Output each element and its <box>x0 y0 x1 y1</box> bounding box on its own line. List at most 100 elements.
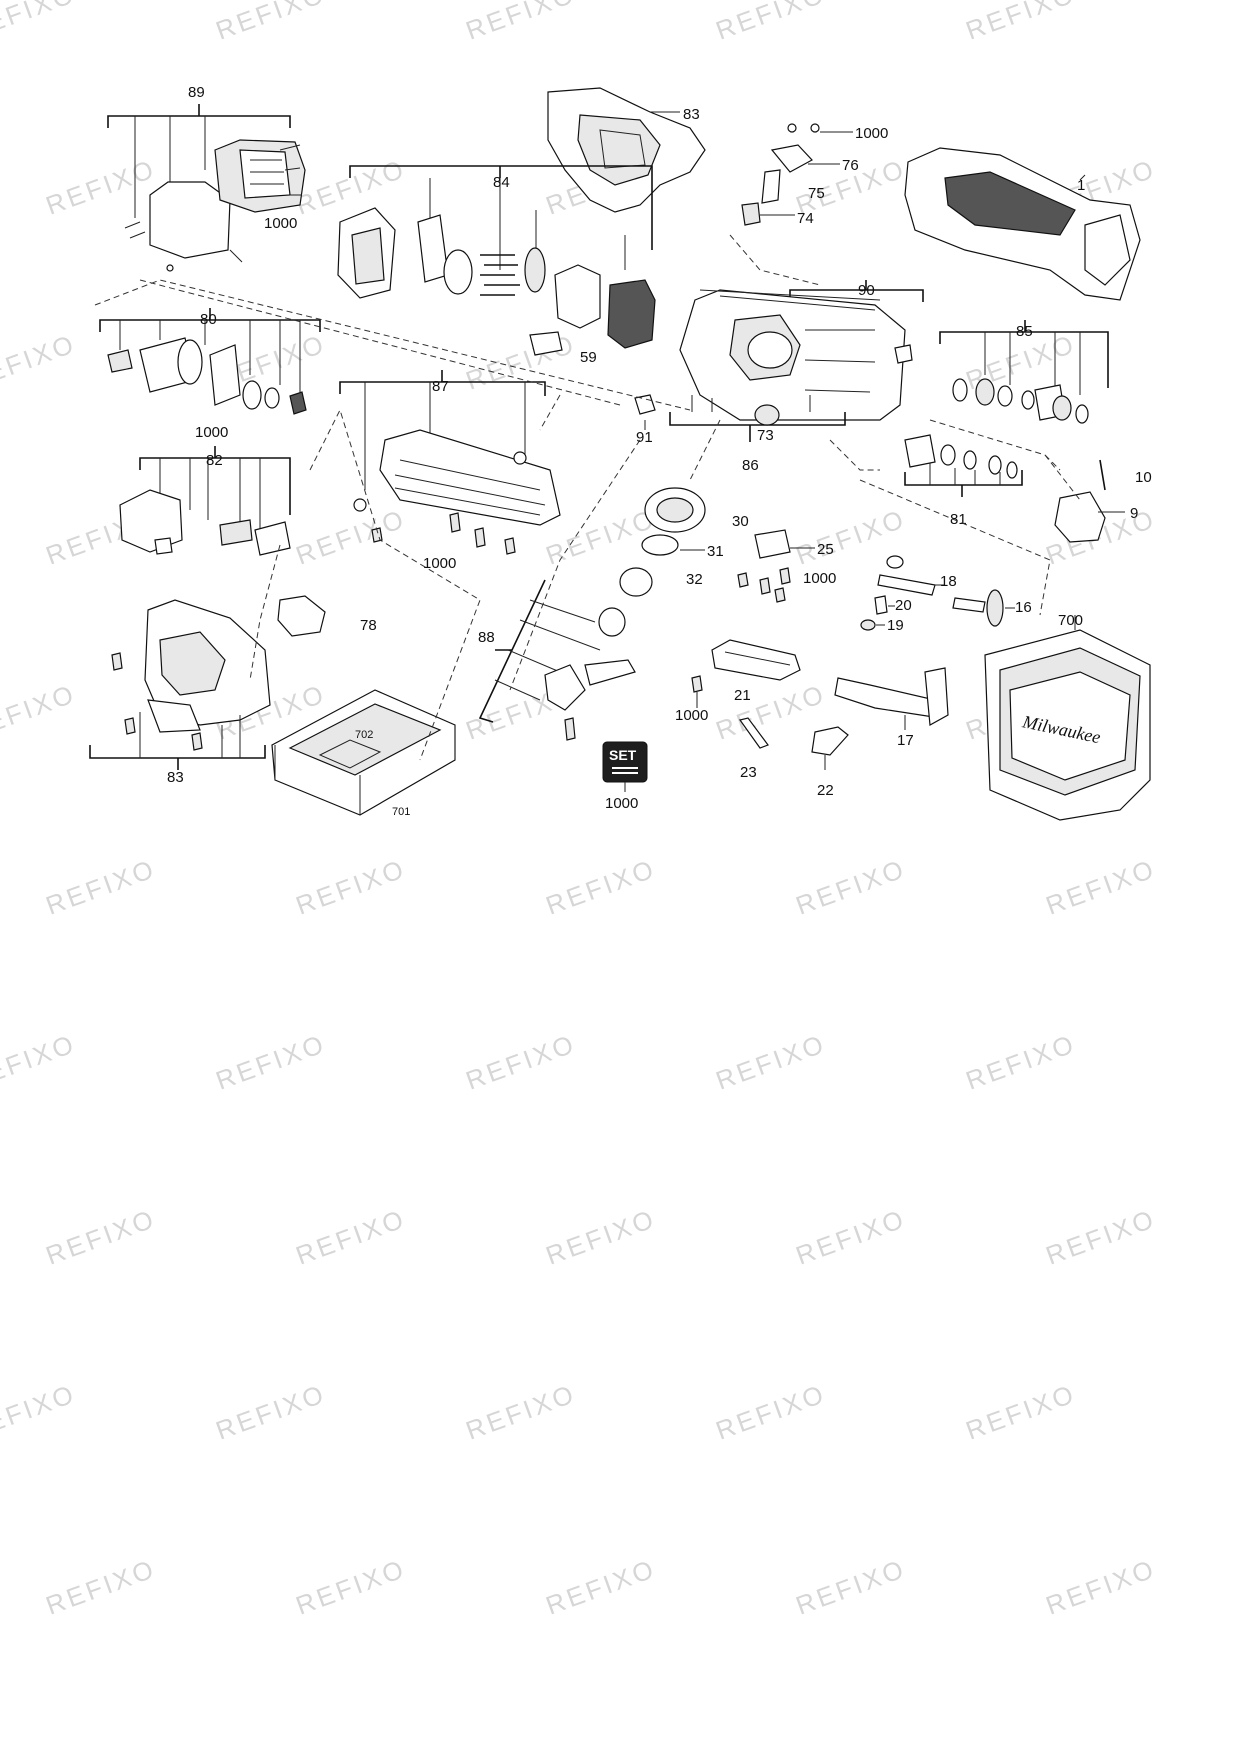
callout-32: 32 <box>686 571 703 588</box>
callout-1000-b: 1000 <box>855 125 888 142</box>
callout-87: 87 <box>432 378 449 395</box>
callout-83-top: 83 <box>683 106 700 123</box>
callout-85: 85 <box>1016 323 1033 340</box>
callout-73: 73 <box>757 427 774 444</box>
callout-89: 89 <box>188 84 205 101</box>
callout-86: 86 <box>742 457 759 474</box>
watermark-text: REFIXO <box>1042 1553 1160 1620</box>
watermark-text: REFIXO <box>712 1028 830 1095</box>
callout-10: 10 <box>1135 469 1152 486</box>
callout-1000-f: 1000 <box>675 707 708 724</box>
watermark-text: REFIXO <box>542 853 660 920</box>
gears-31-32 <box>619 487 706 597</box>
callout-23: 23 <box>740 764 757 781</box>
callout-19: 19 <box>887 617 904 634</box>
callout-90: 90 <box>858 282 875 299</box>
watermark-text: REFIXO <box>42 153 160 220</box>
callout-91: 91 <box>636 429 653 446</box>
watermark-text: REFIXO <box>0 1378 80 1445</box>
group-74-76 <box>741 123 853 226</box>
watermark-text: REFIXO <box>462 1028 580 1095</box>
callout-74: 74 <box>797 210 814 227</box>
watermark-text: REFIXO <box>212 1378 330 1445</box>
group-81 <box>904 434 1125 543</box>
watermark-text: REFIXO <box>292 853 410 920</box>
group-88 <box>478 579 636 741</box>
callout-1: 1 <box>1077 177 1085 194</box>
housing-top-83 <box>547 87 706 213</box>
assembly-guides <box>94 234 1081 761</box>
callout-78: 78 <box>360 617 377 634</box>
callout-1000-d: 1000 <box>423 555 456 572</box>
callout-76: 76 <box>842 157 859 174</box>
callout-701: 701 <box>392 806 410 818</box>
group-90 <box>679 280 924 421</box>
watermark-text: REFIXO <box>42 1203 160 1270</box>
callout-31: 31 <box>707 543 724 560</box>
callout-1000-e: 1000 <box>803 570 836 587</box>
group-87 <box>339 370 561 526</box>
callout-82: 82 <box>206 452 223 469</box>
label-78 <box>277 595 326 637</box>
callout-84: 84 <box>493 174 510 191</box>
group-86 <box>634 394 846 442</box>
watermark-text: REFIXO <box>292 503 410 570</box>
watermark-text: REFIXO <box>212 0 330 46</box>
watermark-text: REFIXO <box>462 0 580 46</box>
group-16-20 <box>860 555 1015 631</box>
watermark-text: REFIXO <box>962 1028 1080 1095</box>
callout-80: 80 <box>200 311 217 328</box>
set-badge: SET <box>602 741 648 792</box>
watermark-text: REFIXO <box>962 1378 1080 1445</box>
watermark-text: REFIXO <box>212 1028 330 1095</box>
group-25-30 <box>737 529 815 603</box>
carry-case-700: Milwaukee <box>984 615 1151 821</box>
callout-75: 75 <box>808 185 825 202</box>
watermark-text: REFIXO <box>0 678 80 745</box>
callout-30: 30 <box>732 513 749 530</box>
callout-20: 20 <box>895 597 912 614</box>
watermark-text: REFIXO <box>292 1553 410 1620</box>
callout-700: 700 <box>1058 612 1083 629</box>
watermark-text: REFIXO <box>712 0 830 46</box>
group-82 <box>119 446 291 556</box>
watermark-text: REFIXO <box>42 853 160 920</box>
watermark-text: REFIXO <box>0 1028 80 1095</box>
callout-21: 21 <box>734 687 751 704</box>
callout-88: 88 <box>478 629 495 646</box>
callout-59: 59 <box>580 349 597 366</box>
set-badge-label: SET <box>609 747 637 763</box>
watermark-text: REFIXO <box>42 1553 160 1620</box>
watermark-text: REFIXO <box>542 1553 660 1620</box>
housing-bottom-83 <box>89 599 271 770</box>
outer-boot-1 <box>904 147 1141 301</box>
watermark-text: REFIXO <box>292 1203 410 1270</box>
group-89 <box>107 104 306 272</box>
callout-1000-a: 1000 <box>264 215 297 232</box>
tray-701-702 <box>271 689 456 816</box>
watermark-text: REFIXO <box>1042 853 1160 920</box>
group-84 <box>337 165 656 356</box>
group-17-23 <box>691 639 949 770</box>
watermark-text: REFIXO <box>462 328 580 395</box>
callout-22: 22 <box>817 782 834 799</box>
callout-18: 18 <box>940 573 957 590</box>
callout-25: 25 <box>817 541 834 558</box>
watermark-text: REFIXO <box>0 0 80 46</box>
group-80 <box>99 308 321 415</box>
watermark-text: REFIXO <box>792 1203 910 1270</box>
callout-9: 9 <box>1130 505 1138 522</box>
callout-1000-set: 1000 <box>605 795 638 812</box>
watermark-text: REFIXO <box>462 1378 580 1445</box>
group-85 <box>939 320 1109 424</box>
watermark-text: REFIXO <box>542 1203 660 1270</box>
watermark-text: REFIXO <box>712 678 830 745</box>
callout-17: 17 <box>897 732 914 749</box>
callout-16: 16 <box>1015 599 1032 616</box>
watermark-text: REFIXO <box>712 1378 830 1445</box>
callout-1000-c: 1000 <box>195 424 228 441</box>
callout-81: 81 <box>950 511 967 528</box>
callout-83-bottom: 83 <box>167 769 184 786</box>
watermark-text: REFIXO <box>292 153 410 220</box>
